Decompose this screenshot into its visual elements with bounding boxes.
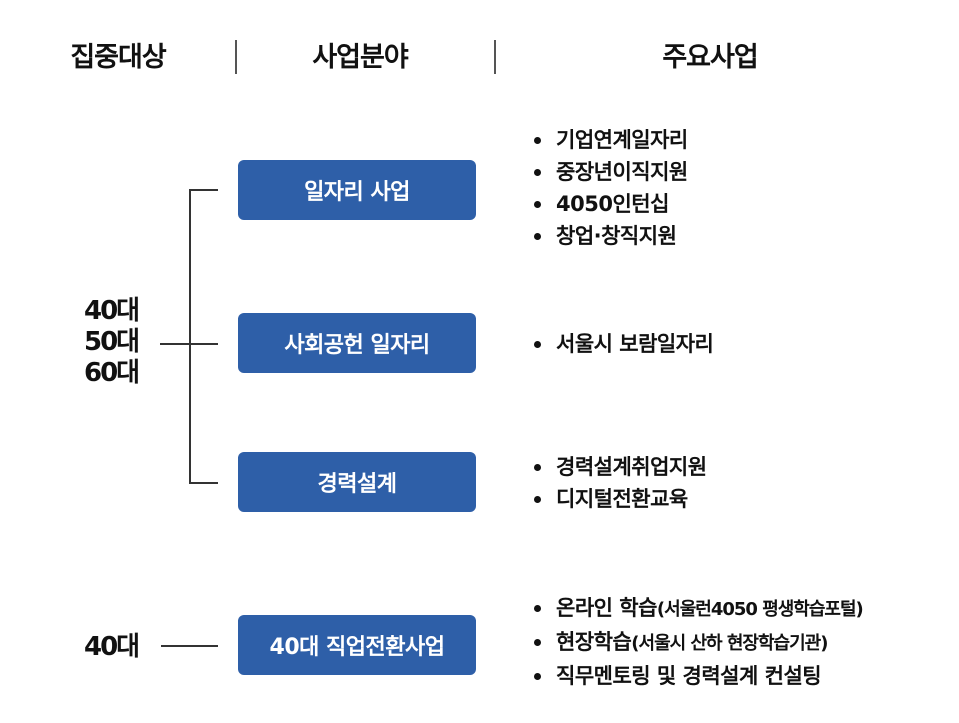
program-list-social: 서울시 보람일자리 — [530, 328, 714, 360]
field-box-career-transition: 40대 직업전환사업 — [238, 615, 476, 675]
list-item: 창업·창직지원 — [530, 220, 688, 252]
header-target: 집중대상 — [70, 42, 166, 73]
list-item: 디지털전환교육 — [530, 483, 707, 515]
program-list-job: 기업연계일자리 중장년이직지원 4050인턴십 창업·창직지원 — [530, 124, 688, 252]
program-list-transition: 온라인 학습(서울런4050 평생학습포털) 현장학습(서울시 산하 현장학습기… — [530, 592, 864, 692]
list-item: 현장학습(서울시 산하 현장학습기관) — [530, 626, 863, 660]
connector-bracket-vertical — [189, 189, 191, 484]
header-divider-1 — [235, 40, 237, 74]
connector-branch — [189, 343, 218, 345]
field-box-job-program: 일자리 사업 — [238, 160, 476, 220]
connector-branch — [189, 482, 218, 484]
field-box-career-design: 경력설계 — [238, 452, 476, 512]
target-40s: 40대 — [84, 632, 140, 662]
target-age: 60대 — [84, 358, 140, 388]
connector-line — [161, 645, 218, 647]
connector-branch — [189, 189, 218, 191]
target-group-40-50-60: 40대 50대 60대 — [84, 296, 140, 389]
list-item: 4050인턴십 — [530, 188, 688, 220]
list-item: 직무멘토링 및 경력설계 컨설팅 — [530, 660, 863, 692]
list-item: 서울시 보람일자리 — [530, 328, 714, 360]
header-field: 사업분야 — [312, 42, 408, 73]
program-list-career: 경력설계취업지원 디지털전환교육 — [530, 451, 707, 515]
field-box-social-contribution: 사회공헌 일자리 — [238, 313, 476, 373]
list-item: 온라인 학습(서울런4050 평생학습포털) — [530, 592, 864, 626]
list-item: 경력설계취업지원 — [530, 451, 707, 483]
header-programs: 주요사업 — [662, 42, 758, 73]
list-item: 중장년이직지원 — [530, 156, 688, 188]
list-item: 기업연계일자리 — [530, 124, 688, 156]
target-age: 40대 — [84, 296, 140, 326]
connector-stem — [160, 343, 190, 345]
header-divider-2 — [494, 40, 496, 74]
target-age: 50대 — [84, 327, 140, 357]
